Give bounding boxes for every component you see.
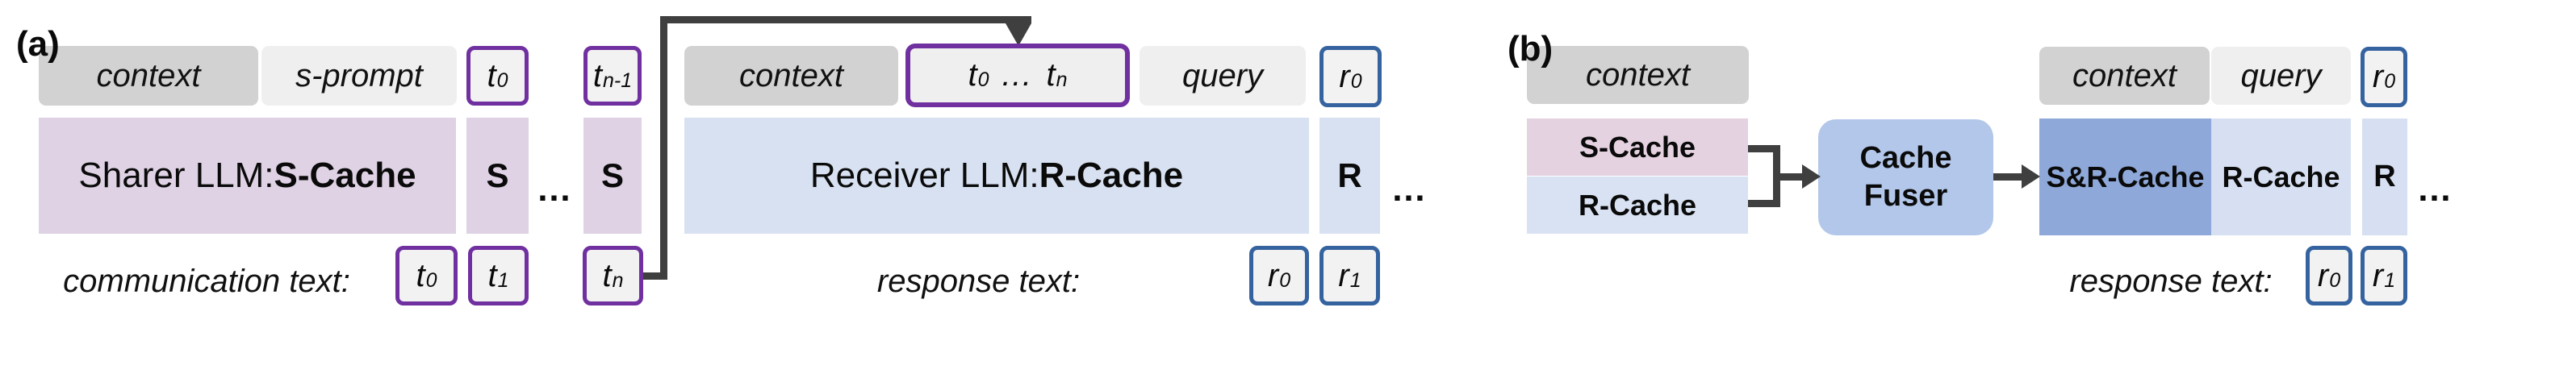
s-cache-box: S-Cache — [1527, 118, 1748, 176]
query-box-b: query — [2211, 47, 2351, 105]
ellipsis-r-b: … — [2416, 169, 2457, 209]
query-box-a: query — [1140, 46, 1306, 106]
panel-b-label: (b) — [1508, 29, 1554, 69]
communication-text-label: communication text: — [63, 263, 350, 299]
ellipsis-r-a: … — [1390, 169, 1431, 209]
receiver-llm-prefix: Receiver LLM: — [809, 156, 1039, 195]
fuser-arrowhead-icon — [1802, 164, 1821, 189]
s-prompt-box: s-prompt — [261, 46, 457, 106]
r-column-a: R — [1319, 118, 1380, 234]
panel-a-label: (a) — [16, 24, 60, 64]
arrow-segment-vertical — [660, 16, 667, 280]
context-box-b-right: context — [2039, 47, 2210, 105]
receiver-llm-box: Receiver LLM: R-Cache — [684, 118, 1309, 234]
output-arrowhead-icon — [2022, 164, 2040, 189]
context-box-b: context — [1527, 46, 1749, 104]
bracket-bottom-segment — [1748, 200, 1780, 207]
cache-fuser-box: Cache Fuser — [1818, 119, 1993, 235]
r-cache-box: R-Cache — [1527, 177, 1748, 234]
s-column-1: S — [466, 118, 529, 234]
bracket-top-segment — [1748, 145, 1780, 152]
bracket-vertical-segment — [1773, 145, 1780, 207]
r-cache-right-box: R-Cache — [2211, 118, 2351, 235]
output-arrow-stem — [1993, 173, 2024, 181]
arrow-segment-top — [660, 16, 1031, 23]
cache-fuser-line2: Fuser — [1863, 179, 1948, 213]
response-text-label-a: response text: — [876, 263, 1081, 299]
sharer-cache-label: S-Cache — [274, 156, 416, 195]
response-text-label-b: response text: — [2069, 263, 2273, 299]
sharer-llm-prefix: Sharer LLM: — [78, 156, 274, 195]
fuser-arrow-stem — [1778, 173, 1804, 181]
cache-fuser-line1: Cache — [1859, 140, 1952, 175]
arrow-segment-bottom — [643, 272, 667, 280]
snr-cache-box: S&R-Cache — [2039, 118, 2211, 235]
arrowhead-down-icon — [1006, 23, 1031, 46]
context-box-a: context — [39, 46, 258, 106]
context-box-receiver: context — [684, 46, 898, 106]
r-column-b: R — [2362, 118, 2407, 235]
receiver-cache-label: R-Cache — [1039, 156, 1184, 195]
ellipsis-s: … — [536, 169, 576, 209]
s-column-2: S — [583, 118, 642, 234]
sharer-llm-box: Sharer LLM: S-Cache — [39, 118, 456, 234]
